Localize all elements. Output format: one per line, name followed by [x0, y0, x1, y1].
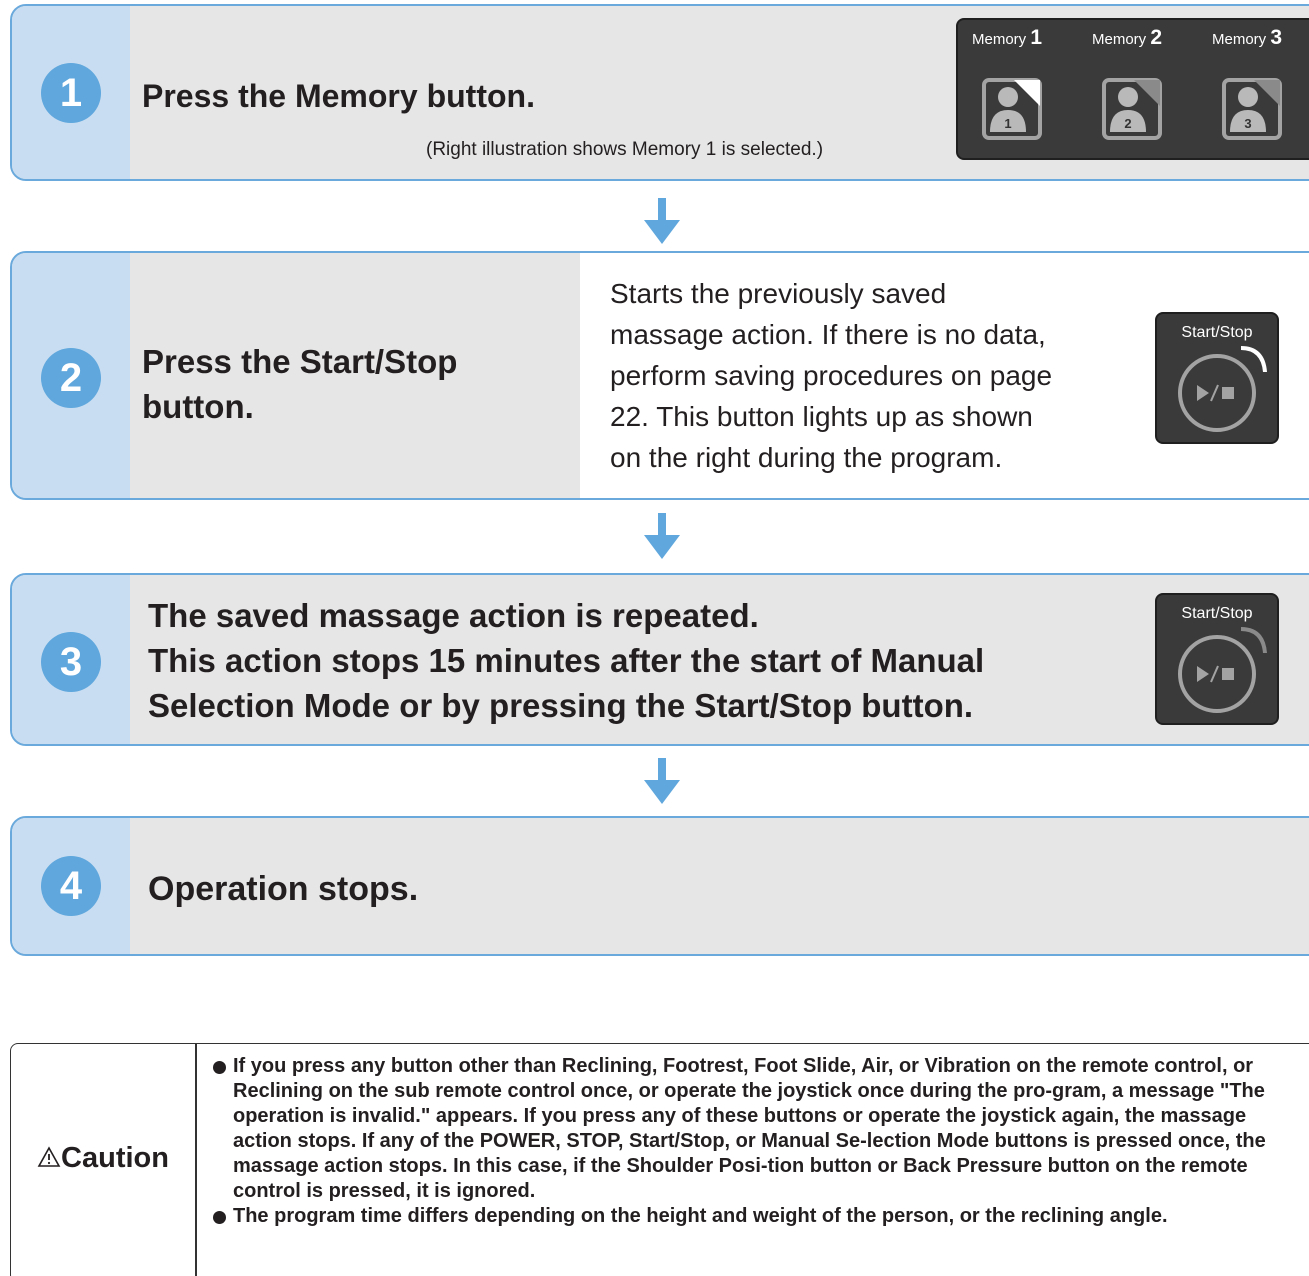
down-arrow-icon	[644, 198, 680, 244]
start-stop-label: Start/Stop	[1181, 605, 1253, 622]
start-stop-label: Start/Stop	[1181, 324, 1253, 341]
step-title: Press the Memory button.	[142, 78, 535, 114]
caution-label: Caution	[11, 1142, 195, 1175]
step-number: 3	[41, 632, 101, 692]
step-description: Starts the previously saved massage acti…	[610, 278, 1053, 473]
memory-2-label: Memory 2	[1092, 26, 1163, 49]
lit-corner-icon	[1014, 80, 1040, 106]
caution-box: Caution If you press any button other th…	[10, 1043, 1309, 1276]
person-icon: 1	[990, 87, 1026, 132]
step-number: 1	[41, 63, 101, 123]
step-3: 3 The saved massage action is repeated. …	[10, 573, 1309, 746]
step-number: 4	[41, 856, 101, 916]
person-icon: 3	[1230, 87, 1266, 132]
unlit-indicator-icon	[1241, 627, 1267, 653]
memory-2-button[interactable]: 2	[1102, 78, 1162, 140]
step-title: The saved massage action is repeated. Th…	[148, 597, 985, 724]
memory-panel: Memory 1 Memory 2 Memory 3 1 2 3	[956, 18, 1309, 160]
memory-3-label: Memory 3	[1212, 26, 1283, 49]
person-icon: 2	[1110, 87, 1146, 132]
step-title: Operation stops.	[148, 870, 419, 908]
down-arrow-icon	[644, 758, 680, 804]
play-stop-icon	[1197, 665, 1234, 683]
step-title: Press the Start/Stop button.	[142, 343, 458, 425]
caution-item: If you press any button other than Recli…	[211, 1054, 1301, 1204]
memory-1-button[interactable]: 1	[982, 78, 1042, 140]
start-stop-button[interactable]	[1178, 635, 1256, 713]
caution-list: If you press any button other than Recli…	[211, 1054, 1301, 1229]
step-4: 4 Operation stops.	[10, 816, 1309, 956]
down-arrow-icon	[644, 513, 680, 559]
memory-1-label: Memory 1	[972, 26, 1043, 49]
lit-indicator-icon	[1241, 346, 1267, 372]
start-stop-panel-unlit: Start/Stop	[1155, 593, 1279, 725]
caution-divider	[195, 1044, 197, 1276]
step-note: (Right illustration shows Memory 1 is se…	[426, 139, 824, 160]
unlit-corner-icon	[1134, 80, 1160, 106]
step-1: 1 Press the Memory button. (Right illust…	[10, 4, 1309, 181]
start-stop-panel-lit: Start/Stop	[1155, 312, 1279, 444]
step-2: 2 Press the Start/Stop button. Starts th…	[10, 251, 1309, 500]
svg-text:3: 3	[1244, 116, 1251, 131]
warning-icon	[37, 1146, 61, 1167]
caution-item: The program time differs depending on th…	[211, 1204, 1301, 1229]
svg-text:2: 2	[1124, 116, 1131, 131]
start-stop-button[interactable]	[1178, 354, 1256, 432]
memory-3-button[interactable]: 3	[1222, 78, 1282, 140]
step-number: 2	[41, 348, 101, 408]
svg-text:1: 1	[1004, 116, 1011, 131]
unlit-corner-icon	[1254, 80, 1280, 106]
play-stop-icon	[1197, 384, 1234, 402]
